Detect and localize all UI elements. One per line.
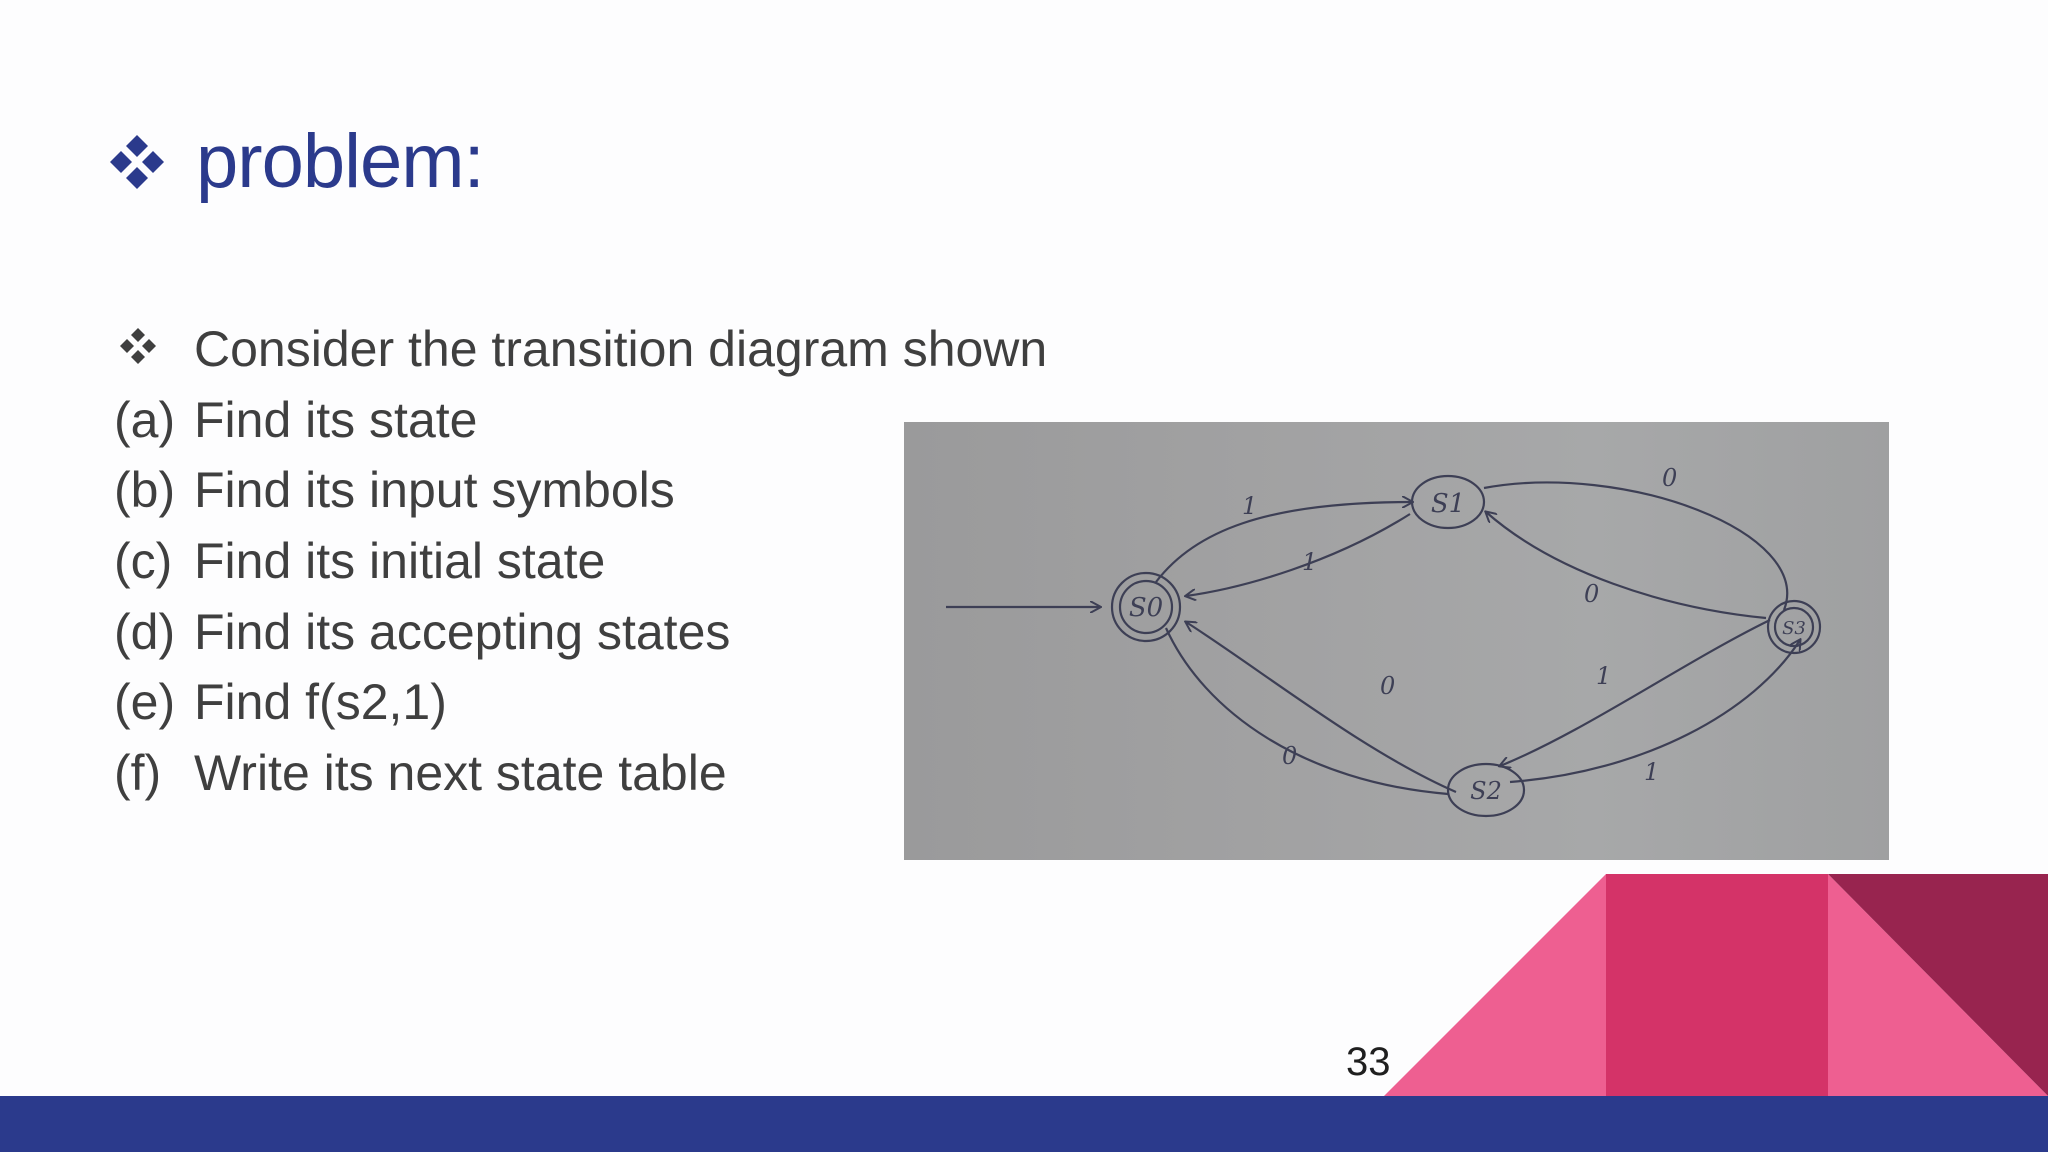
state-s3: S3 (1766, 599, 1822, 655)
state-s0: S0 (1110, 571, 1182, 643)
pink-right-triangle (1828, 874, 2048, 1096)
diamond-cluster-bullet-icon (120, 328, 156, 365)
edge-s1-s3 (1483, 481, 1788, 611)
list-item: (b) Find its input symbols (114, 455, 1047, 526)
state-s0-label: S0 (1129, 593, 1163, 623)
item-marker: (f) (114, 744, 162, 801)
item-text: Write its next state table (194, 744, 727, 801)
edge-label-s2-s3: 1 (1644, 758, 1659, 786)
edge-s3-s1 (1486, 512, 1767, 620)
item-text: Find its input symbols (194, 462, 675, 519)
diamond-cluster-bullet-icon (110, 135, 164, 189)
edge-s3-s2 (1500, 619, 1771, 766)
edge-s1-s0 (1186, 513, 1411, 596)
list-item: (e) Find f(s2,1) (114, 667, 1047, 738)
list-item: (a) Find its state (114, 385, 1047, 456)
transition-diagram-photo: S0 S1 S2 S3 1 1 0 0 0 0 1 1 (904, 422, 1889, 860)
edge-s2-s0-inner (1186, 622, 1457, 794)
slide-title: problem: (196, 119, 485, 204)
item-text: Find f(s2,1) (194, 674, 447, 731)
list-item: (c) Find its initial state (114, 526, 1047, 597)
item-marker: (a) (114, 391, 176, 448)
item-text: Find its accepting states (194, 603, 731, 660)
magenta-block (1606, 874, 1828, 1096)
state-s1: S1 (1410, 474, 1486, 530)
edge-s2-s3 (1509, 640, 1800, 784)
transition-diagram: S0 S1 S2 S3 1 1 0 0 0 0 1 1 (946, 464, 1822, 818)
state-s3-label: S3 (1782, 618, 1806, 639)
intro-text: Consider the transition diagram shown (194, 321, 1048, 378)
item-marker: (b) (114, 462, 176, 519)
edge-s0-s1 (1155, 502, 1412, 583)
page-number: 33 (1346, 1040, 1391, 1084)
state-s2: S2 (1446, 762, 1526, 818)
state-s1-label: S1 (1431, 489, 1465, 519)
item-text: Find its state (194, 391, 478, 448)
title-row: problem: (108, 112, 485, 212)
edge-label-s3-s1: 0 (1584, 580, 1599, 608)
pink-triangle (1384, 874, 1606, 1096)
state-s2-label: S2 (1470, 777, 1502, 805)
list-item: (d) Find its accepting states (114, 596, 1047, 667)
item-text: Find its initial state (194, 533, 606, 590)
item-marker: (e) (114, 674, 176, 731)
edge-label-s3-s2: 1 (1596, 662, 1611, 690)
list-item: (f) Write its next state table (114, 738, 1047, 809)
maroon-triangle (1828, 874, 2048, 1096)
edge-label-s0-s2-outer: 0 (1282, 742, 1297, 770)
edge-label-s1-s3: 0 (1662, 464, 1677, 492)
intro-item: Consider the transition diagram shown (114, 314, 1047, 385)
item-marker: (d) (114, 603, 176, 660)
edge-s0-s2-outer (1164, 627, 1449, 796)
edge-label-s0-s1: 1 (1242, 492, 1257, 520)
edge-label-s1-s0: 1 (1302, 548, 1317, 576)
bottom-bar (0, 1096, 2048, 1152)
edge-label-s2-s0-inner: 0 (1380, 672, 1395, 700)
item-marker: (c) (114, 533, 173, 590)
intro-bullet (114, 320, 194, 378)
problem-list: Consider the transition diagram shown (a… (114, 314, 1047, 808)
